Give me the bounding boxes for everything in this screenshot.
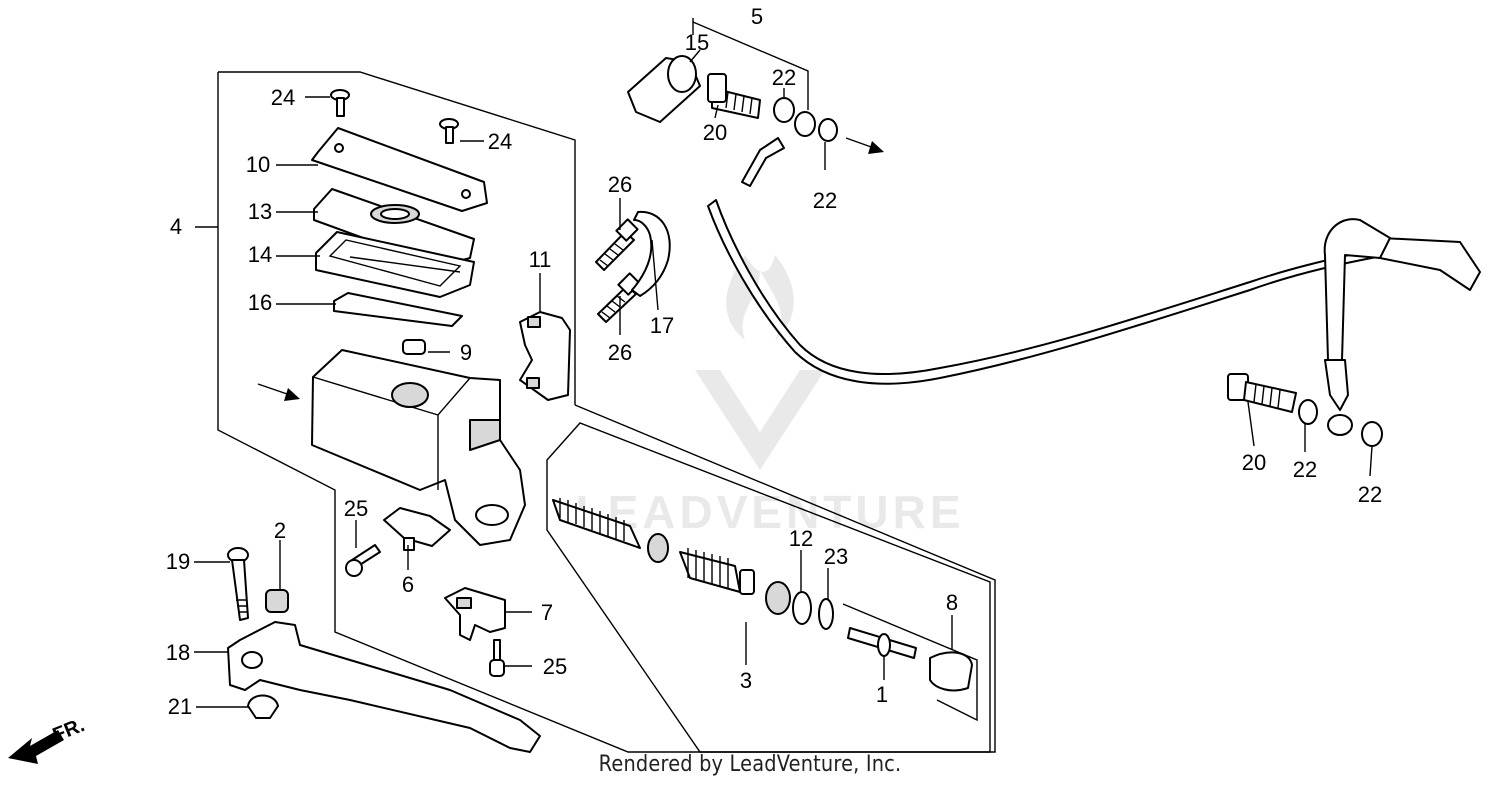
callout-2: 2 [274, 518, 286, 543]
callout-17: 17 [650, 313, 674, 338]
screw-24-lower [439, 118, 459, 144]
callout-5: 5 [751, 4, 763, 29]
callout-16: 16 [248, 290, 272, 315]
callout-26-lower: 26 [608, 340, 632, 365]
watermark: LEADVENTURE [575, 255, 964, 538]
callout-20-upper: 20 [703, 120, 727, 145]
callout-7: 7 [541, 600, 553, 625]
callout-12: 12 [789, 526, 813, 551]
front-arrow-icon [8, 730, 64, 764]
master-cylinder-body [311, 349, 526, 546]
callout-15: 15 [685, 30, 709, 55]
screw-9 [402, 339, 426, 355]
callout-8: 8 [946, 590, 958, 615]
reservoir-cap [311, 127, 488, 212]
callout-11: 11 [529, 247, 552, 272]
arrow-to-hose [845, 137, 884, 154]
footer-credit-text: Rendered by LeadVenture, Inc. [598, 752, 902, 777]
screw-24-upper [330, 89, 350, 117]
callout-22-lower-left: 22 [1293, 457, 1317, 482]
callout-3: 3 [740, 668, 752, 693]
front-label: FR. [50, 714, 88, 746]
callout-10: 10 [246, 152, 270, 177]
lever-18 [227, 621, 541, 753]
callout-22-lower-right: 22 [1358, 482, 1382, 507]
callout-26-upper: 26 [608, 172, 632, 197]
screw-25-lower [489, 639, 505, 677]
callout-4: 4 [170, 214, 182, 239]
callout-19: 19 [166, 549, 190, 574]
callout-22-top: 22 [772, 65, 796, 90]
callout-25-upper: 25 [344, 496, 368, 521]
cap-plate [313, 188, 475, 267]
callout-24-upper: 24 [271, 85, 295, 110]
watermark-text: LEADVENTURE [575, 486, 964, 538]
clamp-17 [631, 210, 671, 297]
bushing-2 [265, 589, 289, 613]
pivot-bolt-19 [227, 547, 249, 621]
callout-23: 23 [824, 544, 848, 569]
callout-24-lower: 24 [488, 129, 512, 154]
switch-6 [383, 507, 451, 551]
float-plate [333, 292, 463, 327]
lever-cap-21 [247, 694, 279, 719]
bolt-26-lower [597, 272, 641, 323]
leader-lines [194, 49, 1373, 708]
piston-kit [552, 498, 973, 692]
callout-14: 14 [248, 242, 272, 267]
callout-labels: 1 2 3 4 5 6 7 8 9 10 11 12 13 14 15 16 1… [166, 4, 1382, 719]
footer-credit: Rendered by LeadVenture, Inc. [0, 752, 1500, 777]
callout-21: 21 [168, 694, 192, 719]
callout-6: 6 [402, 572, 414, 597]
callout-13: 13 [248, 199, 272, 224]
callout-1: 1 [876, 682, 888, 707]
hose-assembly [627, 55, 1481, 447]
callout-20-lower: 20 [1242, 450, 1266, 475]
holder-11 [519, 311, 571, 401]
bolt-26-upper [595, 218, 639, 271]
callout-22-right: 22 [813, 188, 837, 213]
group-outlines [217, 18, 996, 753]
callout-18: 18 [166, 640, 190, 665]
diaphragm [315, 231, 475, 298]
screw-25-upper [345, 544, 381, 577]
bracket-7 [444, 587, 506, 641]
callout-25-lower: 25 [543, 654, 567, 679]
arrow-to-body [257, 383, 300, 401]
callout-9: 9 [460, 340, 472, 365]
